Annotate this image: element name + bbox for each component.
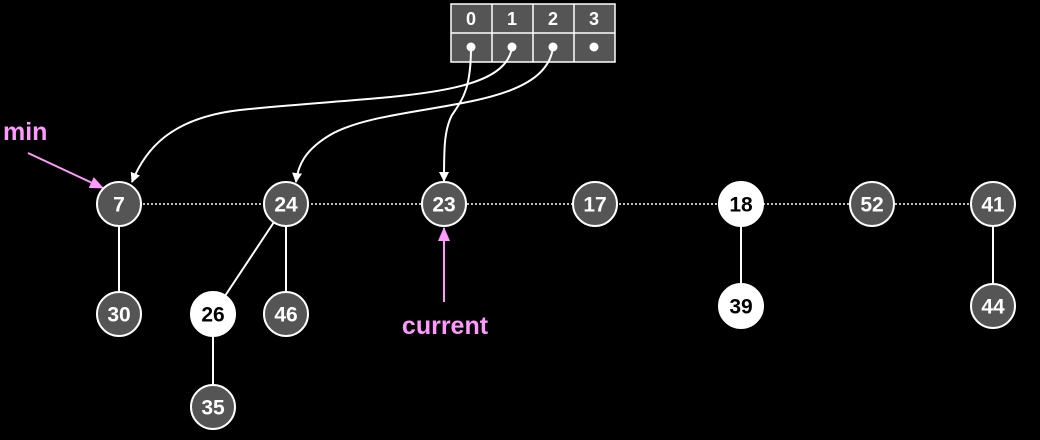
root-node-17-key: 17 (583, 194, 606, 217)
child-node-46-key: 46 (274, 304, 297, 327)
array-index-1: 1 (507, 9, 517, 29)
degree-array: 0 1 2 3 (450, 3, 616, 63)
root-node-18-circle (718, 181, 764, 227)
root-node-23-circle (421, 181, 467, 227)
root-node-23: 23 (421, 181, 467, 227)
root-node-52-circle (849, 181, 895, 227)
root-node-41: 41 (970, 181, 1016, 227)
root-node-17: 17 (572, 181, 618, 227)
array-pointers (130, 46, 554, 183)
child-node-44-circle (970, 283, 1016, 329)
child-node-39: 39 (718, 283, 764, 329)
array-slot-3-dot (589, 42, 599, 52)
current-label: current (402, 312, 489, 340)
child-node-26-key: 26 (201, 304, 224, 327)
child-node-35-key: 35 (201, 397, 225, 420)
child-node-26: 26 (190, 291, 236, 337)
root-node-41-circle (970, 181, 1016, 227)
array-index-2: 2 (548, 9, 558, 29)
min-label: min (3, 118, 47, 146)
pointer-arrow-1 (130, 46, 513, 183)
root-node-17-circle (572, 181, 618, 227)
root-node-52-key: 52 (860, 194, 883, 217)
array-index-0: 0 (466, 9, 476, 29)
child-node-35: 35 (190, 384, 236, 430)
root-node-52: 52 (849, 181, 895, 227)
current-pointer: current (402, 227, 489, 340)
child-node-39-key: 39 (729, 296, 752, 319)
nodes-layer: 7 24 23 17 18 52 41 30 26 46 35 39 44 (96, 181, 1016, 430)
root-node-24-key: 24 (274, 194, 298, 217)
child-node-46: 46 (263, 291, 309, 337)
root-node-24-circle (263, 181, 309, 227)
root-node-18: 18 (718, 181, 764, 227)
pointer-arrow-2 (292, 46, 554, 183)
child-node-30-key: 30 (107, 304, 130, 327)
tree-edges (118, 203, 994, 407)
min-arrow (27, 152, 104, 189)
root-node-18-key: 18 (729, 194, 753, 217)
child-node-39-circle (718, 283, 764, 329)
array-index-3: 3 (589, 9, 599, 29)
min-pointer: min (3, 118, 104, 189)
child-node-26-circle (190, 291, 236, 337)
root-node-7: 7 (96, 181, 142, 227)
root-node-24: 24 (263, 181, 309, 227)
root-node-23-key: 23 (432, 194, 455, 217)
pointer-arrow-0 (439, 46, 472, 182)
child-node-35-circle (190, 384, 236, 430)
child-node-30-circle (96, 291, 142, 337)
root-node-7-key: 7 (113, 194, 125, 217)
root-node-7-circle (96, 181, 142, 227)
child-node-30: 30 (96, 291, 142, 337)
child-node-44: 44 (970, 283, 1016, 329)
child-node-46-circle (263, 291, 309, 337)
child-node-44-key: 44 (981, 296, 1005, 319)
root-node-41-key: 41 (981, 194, 1005, 217)
